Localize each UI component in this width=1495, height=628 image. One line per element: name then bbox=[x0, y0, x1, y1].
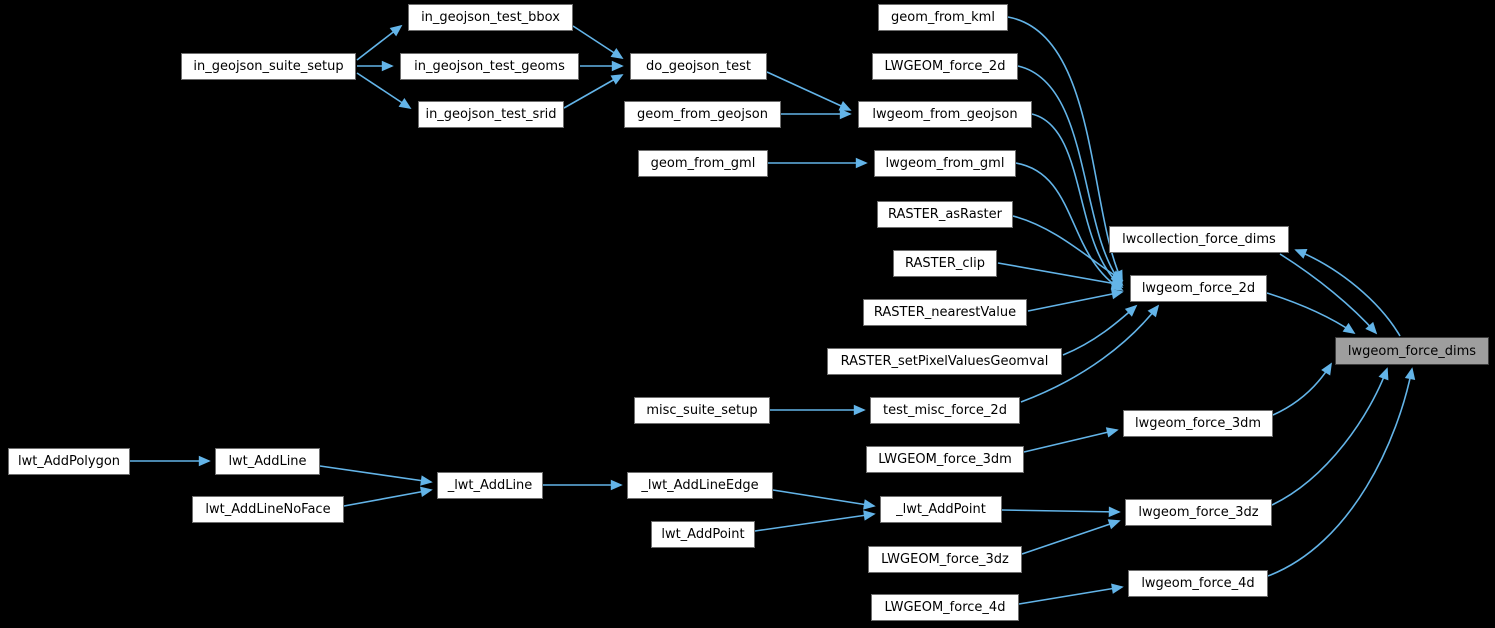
edge-lwgeom_force_2d-to-lwgeom_force_dims bbox=[1266, 292, 1356, 335]
node-RASTER_asRaster[interactable]: RASTER_asRaster bbox=[877, 201, 1013, 228]
node-test_misc_force_2d[interactable]: test_misc_force_2d bbox=[870, 397, 1020, 424]
edge-in_geojson_test_srid-to-do_geojson_test bbox=[563, 74, 624, 109]
node-_lwt_AddLineEdge[interactable]: _lwt_AddLineEdge bbox=[627, 472, 773, 499]
node-lwt_AddLine[interactable]: lwt_AddLine bbox=[215, 448, 320, 475]
edge-LWGEOM_force_2d-to-lwgeom_force_2d bbox=[1017, 65, 1124, 286]
node-lwgeom_from_geojson[interactable]: lwgeom_from_geojson bbox=[858, 101, 1032, 128]
node-RASTER_setPixelValuesGeomval[interactable]: RASTER_setPixelValuesGeomval bbox=[827, 348, 1062, 375]
node-geom_from_geojson[interactable]: geom_from_geojson bbox=[624, 101, 781, 128]
node-lwcollection_force_dims[interactable]: lwcollection_force_dims bbox=[1109, 226, 1289, 253]
node-_lwt_AddPoint[interactable]: _lwt_AddPoint bbox=[880, 496, 1002, 523]
node-geom_from_kml[interactable]: geom_from_kml bbox=[878, 4, 1008, 31]
edge-lwgeom_from_geojson-to-lwgeom_force_2d bbox=[1031, 113, 1124, 289]
node-lwgeom_force_dims: lwgeom_force_dims bbox=[1335, 337, 1489, 365]
edge-RASTER_setPixelValuesGeomval-to-lwgeom_force_2d bbox=[1062, 304, 1138, 356]
edge-LWGEOM_force_3dz-to-lwgeom_force_3dz bbox=[1021, 519, 1121, 555]
edge-in_geojson_suite_setup-to-in_geojson_test_bbox bbox=[356, 24, 403, 61]
node-RASTER_clip[interactable]: RASTER_clip bbox=[893, 250, 997, 277]
edge-in_geojson_test_bbox-to-do_geojson_test bbox=[572, 25, 624, 59]
node-lwt_AddLineNoFace[interactable]: lwt_AddLineNoFace bbox=[192, 496, 344, 523]
edge-lwgeom_force_4d-to-lwgeom_force_dims bbox=[1267, 367, 1416, 577]
node-LWGEOM_force_3dz[interactable]: LWGEOM_force_3dz bbox=[868, 546, 1022, 573]
node-do_geojson_test[interactable]: do_geojson_test bbox=[630, 53, 767, 80]
edge-RASTER_clip-to-lwgeom_force_2d bbox=[997, 262, 1124, 289]
node-_lwt_AddLine[interactable]: _lwt_AddLine bbox=[437, 472, 543, 499]
node-lwgeom_force_3dm[interactable]: lwgeom_force_3dm bbox=[1123, 410, 1273, 437]
node-LWGEOM_force_3dm[interactable]: LWGEOM_force_3dm bbox=[866, 446, 1024, 473]
node-in_geojson_test_srid[interactable]: in_geojson_test_srid bbox=[418, 101, 564, 128]
node-in_geojson_test_bbox[interactable]: in_geojson_test_bbox bbox=[408, 4, 573, 31]
node-lwt_AddPolygon[interactable]: lwt_AddPolygon bbox=[8, 448, 130, 475]
edge-RASTER_asRaster-to-lwgeom_force_2d bbox=[1012, 215, 1124, 281]
node-misc_suite_setup[interactable]: misc_suite_setup bbox=[634, 397, 770, 424]
edge-lwcollection_force_dims-to-lwgeom_force_dims bbox=[1279, 253, 1378, 335]
edge-lwt_AddLine-to-_lwt_AddLine bbox=[319, 465, 433, 486]
node-geom_from_gml[interactable]: geom_from_gml bbox=[638, 150, 768, 177]
node-in_geojson_test_geoms[interactable]: in_geojson_test_geoms bbox=[400, 53, 579, 80]
edge-do_geojson_test-to-lwgeom_from_geojson bbox=[766, 71, 852, 111]
node-RASTER_nearestValue[interactable]: RASTER_nearestValue bbox=[863, 299, 1027, 326]
node-lwgeom_force_2d[interactable]: lwgeom_force_2d bbox=[1130, 275, 1267, 302]
node-LWGEOM_force_2d[interactable]: LWGEOM_force_2d bbox=[872, 53, 1018, 80]
node-lwgeom_force_3dz[interactable]: lwgeom_force_3dz bbox=[1125, 499, 1272, 526]
edge-geom_from_kml-to-lwgeom_force_2d bbox=[1007, 16, 1123, 283]
node-in_geojson_suite_setup[interactable]: in_geojson_suite_setup bbox=[181, 53, 356, 80]
edge-LWGEOM_force_4d-to-lwgeom_force_4d bbox=[1018, 583, 1124, 605]
edge-lwgeom_force_dims-to-lwcollection_force_dims bbox=[1294, 248, 1401, 337]
edge-lwgeom_force_3dm-to-lwgeom_force_dims bbox=[1272, 362, 1332, 416]
edge-test_misc_force_2d-to-lwgeom_force_2d bbox=[1020, 304, 1160, 403]
edge-lwt_AddLineNoFace-to-_lwt_AddLine bbox=[343, 486, 433, 507]
edge-_lwt_AddPoint-to-lwgeom_force_3dz bbox=[1001, 506, 1121, 518]
edge-lwgeom_force_3dz-to-lwgeom_force_dims bbox=[1271, 367, 1389, 506]
edge-lwt_AddPoint-to-_lwt_AddPoint bbox=[754, 510, 876, 532]
node-lwgeom_force_4d[interactable]: lwgeom_force_4d bbox=[1128, 570, 1268, 597]
edge-lwgeom_from_gml-to-lwgeom_force_2d bbox=[1015, 162, 1124, 291]
edge-RASTER_nearestValue-to-lwgeom_force_2d bbox=[1027, 288, 1124, 312]
edge-_lwt_AddLineEdge-to-_lwt_AddPoint bbox=[772, 489, 876, 510]
edge-LWGEOM_force_3dm-to-lwgeom_force_3dm bbox=[1023, 427, 1119, 453]
node-LWGEOM_force_4d[interactable]: LWGEOM_force_4d bbox=[871, 594, 1019, 621]
node-lwt_AddPoint[interactable]: lwt_AddPoint bbox=[651, 521, 755, 548]
node-lwgeom_from_gml[interactable]: lwgeom_from_gml bbox=[874, 150, 1016, 177]
edge-in_geojson_suite_setup-to-in_geojson_test_srid bbox=[356, 72, 412, 109]
